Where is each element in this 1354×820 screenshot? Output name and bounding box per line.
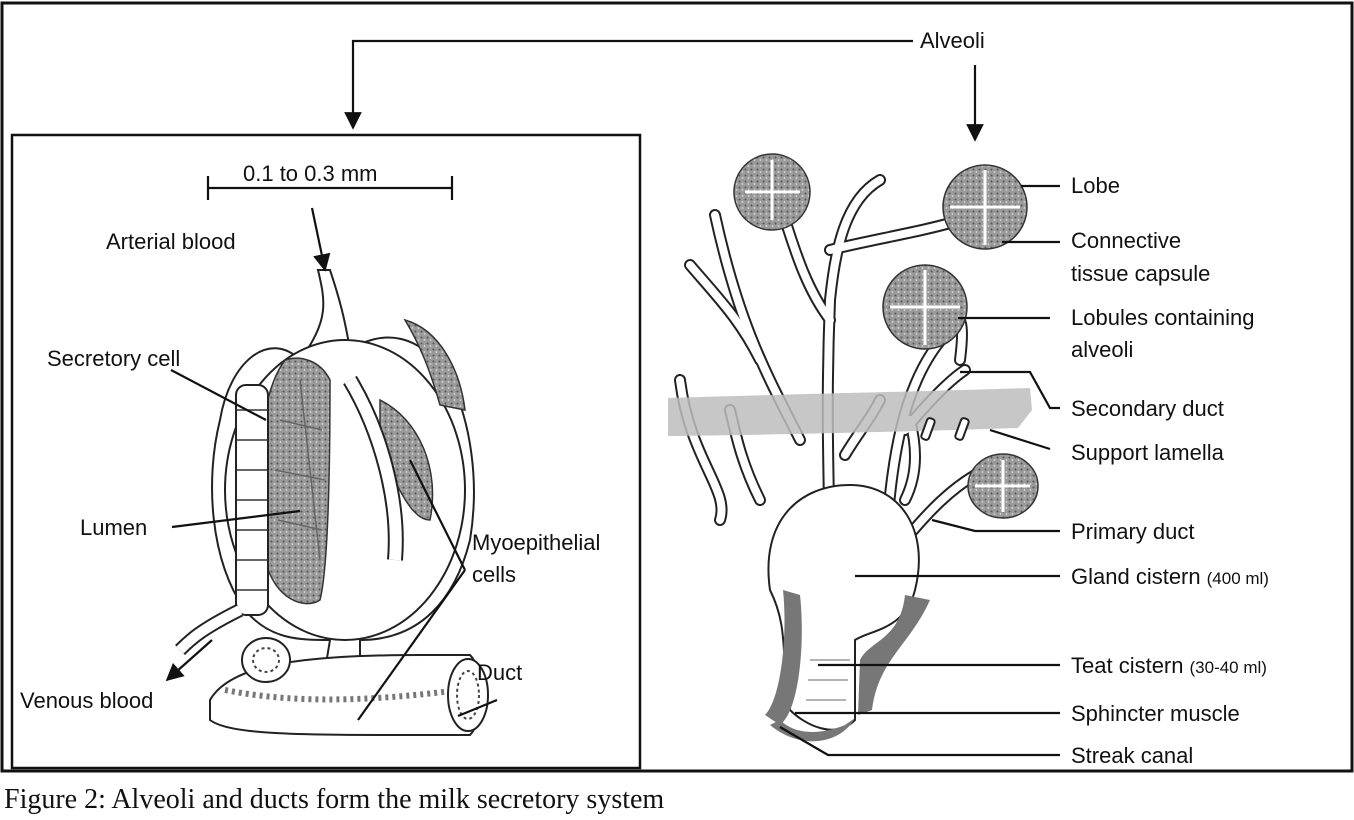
secondary-duct-label: Secondary duct: [1071, 396, 1224, 421]
secretory-cell-label: Secretory cell: [47, 346, 180, 371]
duct-label: Duct: [477, 660, 522, 685]
scale-label: 0.1 to 0.3 mm: [243, 161, 378, 186]
venous-blood-label: Venous blood: [20, 688, 153, 713]
gland-cistern-label: Gland cistern (400 ml): [1071, 564, 1269, 589]
myoepithelial-cells-label: cells: [472, 562, 516, 587]
myoepithelial-label: Myoepithelial: [472, 530, 600, 555]
sphincter-muscle-label: Sphincter muscle: [1071, 701, 1240, 726]
alveoli-callout: Alveoli: [353, 28, 985, 140]
primary-duct-label: Primary duct: [1071, 519, 1194, 544]
teat-cistern-name: Teat cistern: [1071, 653, 1184, 678]
lobules-alveoli-label: alveoli: [1071, 337, 1133, 362]
gland-cistern-name: Gland cistern: [1071, 564, 1201, 589]
connective-label: Connective: [1071, 228, 1181, 253]
alveoli-label: Alveoli: [920, 28, 985, 53]
teat-cistern-label: Teat cistern (30-40 ml): [1071, 653, 1267, 678]
gland-cistern-volume: (400 ml): [1207, 569, 1269, 588]
lobe-label: Lobe: [1071, 173, 1120, 198]
lobules-label: Lobules containing: [1071, 305, 1254, 330]
teat-cistern-volume: (30-40 ml): [1190, 658, 1267, 677]
support-lamella-label: Support lamella: [1071, 440, 1225, 465]
arterial-blood-label: Arterial blood: [106, 229, 236, 254]
tissue-capsule-label: tissue capsule: [1071, 261, 1210, 286]
lumen-label: Lumen: [80, 515, 147, 540]
udder-illustration: [668, 154, 1038, 741]
streak-canal-label: Streak canal: [1071, 743, 1193, 768]
figure-caption: Figure 2: Alveoli and ducts form the mil…: [4, 784, 664, 815]
